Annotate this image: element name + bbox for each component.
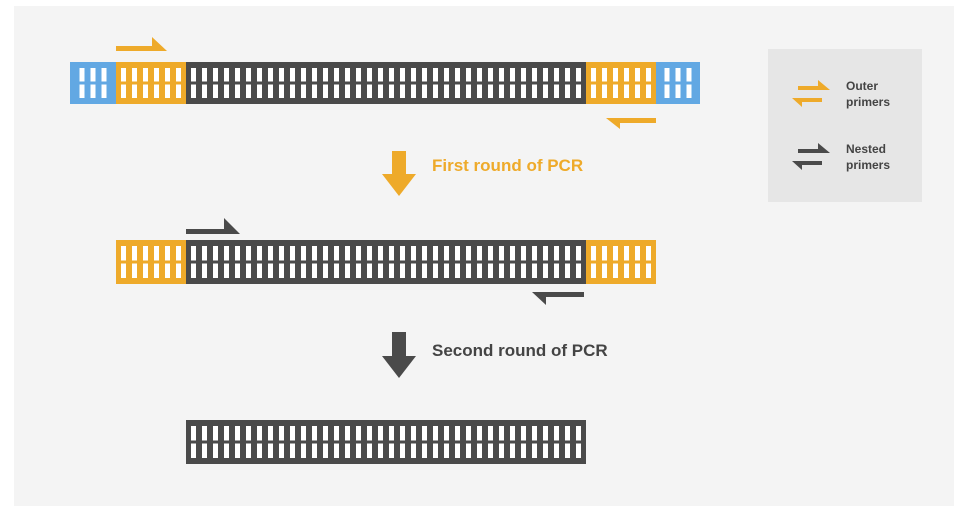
outer-reverse-primer (606, 118, 656, 129)
first-round-label: First round of PCR (432, 156, 584, 175)
outer-primer-pair-icon (792, 80, 830, 107)
second-round-label: Second round of PCR (432, 341, 608, 360)
dna-nested-product (186, 420, 586, 464)
down-arrow-icon (382, 151, 416, 196)
down-arrow-icon (382, 332, 416, 378)
legend-outer-label: Outer primers (846, 79, 891, 109)
nested-reverse-primer (532, 292, 584, 305)
nested-forward-primer (186, 218, 240, 234)
nested-primer-pair-icon (792, 143, 830, 170)
dna-outer-product (116, 240, 656, 284)
outer-forward-primer (116, 37, 167, 51)
legend-box (768, 49, 922, 202)
dna-template-full (70, 62, 700, 104)
legend-nested-label: Nested primers (846, 142, 891, 172)
